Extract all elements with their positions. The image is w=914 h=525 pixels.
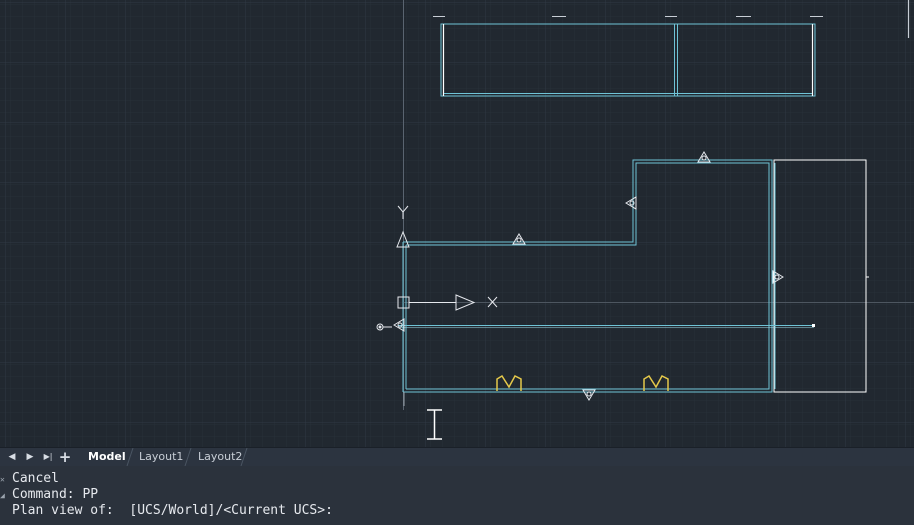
grip-markers[interactable] [393, 151, 784, 401]
tab-separator [126, 448, 134, 466]
layout-tab-bar: ◀ ▶ ▶| + Model Layout1 Layout2 [0, 447, 914, 466]
grip-marker-icon [625, 196, 637, 210]
command-line-panel[interactable]: ✕ ◢ Cancel Command: PP Plan view of: [UC… [0, 466, 914, 525]
command-history-line: Cancel [12, 471, 59, 486]
grip-marker-icon [582, 389, 596, 401]
first-layout-arrow-icon[interactable]: ◀ [8, 452, 16, 462]
drawing-canvas[interactable] [0, 0, 914, 447]
upper-cabinets[interactable] [440, 23, 816, 97]
command-history-close-icon[interactable]: ✕ [0, 475, 5, 484]
next-layout-arrow-icon[interactable]: ▶ [26, 452, 34, 462]
grip-marker-icon [772, 270, 784, 284]
tab-separator [240, 448, 248, 466]
tab-layout2[interactable]: Layout2 [198, 450, 243, 463]
last-layout-arrow-icon[interactable]: ▶| [43, 452, 53, 461]
grip-marker-icon [697, 151, 711, 163]
counter-start-grip[interactable] [376, 323, 392, 331]
counter-end-grip[interactable] [812, 324, 815, 327]
command-history-line: Command: PP [12, 487, 99, 502]
crosshair-cursor [427, 409, 442, 440]
grip-marker-icon [512, 233, 526, 245]
drawing-svg[interactable] [0, 0, 914, 447]
tall-cabinet[interactable] [773, 159, 867, 393]
grip-marker-icon [393, 318, 405, 332]
command-history-grip-icon[interactable]: ◢ [0, 491, 5, 500]
tab-separator [184, 448, 192, 466]
appliance-symbols[interactable] [496, 374, 669, 391]
ucs-icon [396, 205, 498, 311]
tab-layout1[interactable]: Layout1 [139, 450, 184, 463]
tab-model[interactable]: Model [88, 450, 126, 463]
command-prompt-input[interactable]: Plan view of: [UCS/World]/<Current UCS>: [12, 503, 333, 518]
grid [0, 0, 914, 447]
add-layout-plus-icon[interactable]: + [58, 448, 72, 466]
